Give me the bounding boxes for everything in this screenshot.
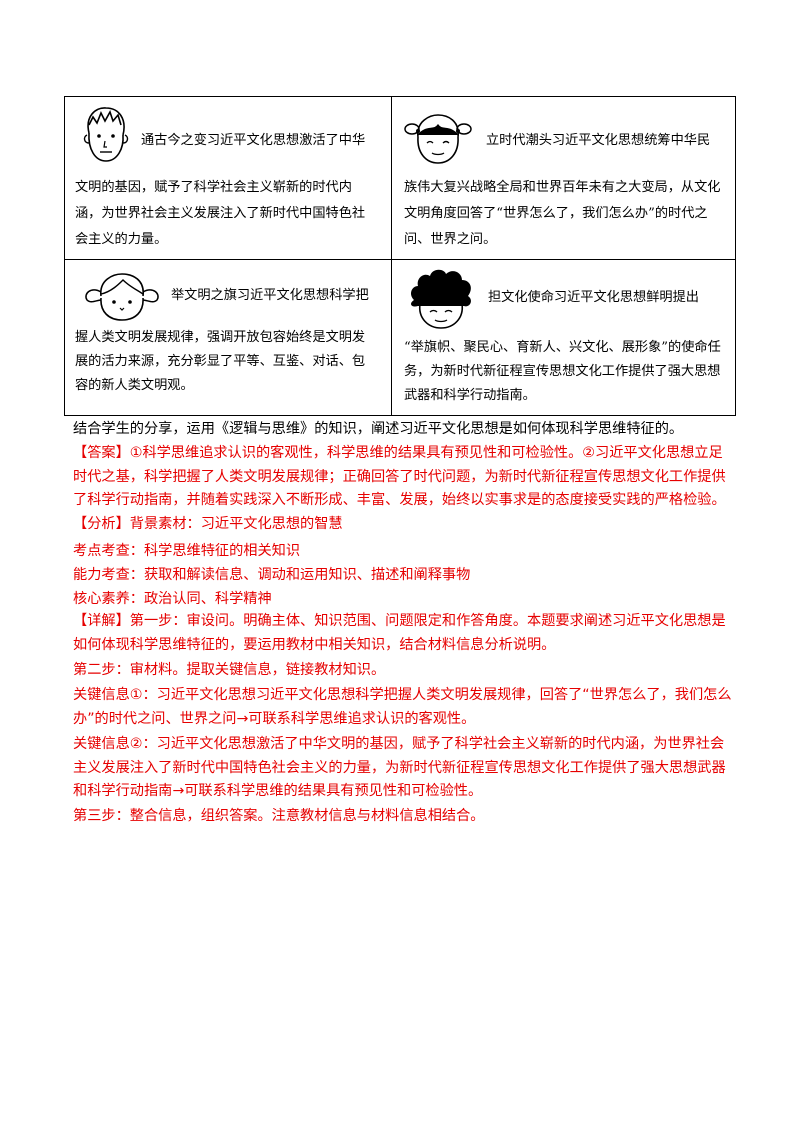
- curly-hair-face-icon: [411, 269, 471, 329]
- share-cell-first-line: 担文化使命习近平文化思想鲜明提出: [488, 290, 699, 305]
- share-cell-text: 族伟大复兴战略全局和世界百年未有之大变局，从文化文明角度回答了“世界怎么了，我们…: [404, 180, 721, 247]
- share-cell-text: “举旗帜、聚民心、育新人、兴文化、展形象”的使命任务，为新时代新征程宣传思想文化…: [404, 340, 721, 403]
- analysis-text: 【分析】背景素材：习近平文化思想的智慧: [73, 516, 343, 532]
- girl-face-icon: [404, 114, 472, 164]
- table-divider-vertical: [391, 97, 392, 415]
- share-cell-first-line: 通古今之变习近平文化思想激活了中华: [141, 133, 366, 148]
- kaodian-text: 考点考查：科学思维特征的相关知识: [73, 543, 301, 559]
- share-cell-1: 通古今之变习近平文化思想激活了中华 文明的基因，赋予了科学社会主义崭新的时代内涵…: [65, 97, 391, 259]
- share-cell-2: 立时代潮头习近平文化思想统筹中华民 族伟大复兴战略全局和世界百年未有之大变局，从…: [392, 97, 737, 259]
- girl-face-icon: [85, 273, 159, 321]
- answer-text: 【答案】①科学思维追求认识的客观性，科学思维的结果具有预见性和可检验性。②习近平…: [73, 445, 726, 509]
- table-divider-horizontal: [65, 259, 735, 260]
- student-share-table: 通古今之变习近平文化思想激活了中华 文明的基因，赋予了科学社会主义崭新的时代内涵…: [64, 96, 736, 416]
- suyang-text: 核心素养：政治认同、科学精神: [73, 591, 272, 607]
- share-cell-first-line: 举文明之旗习近平文化思想科学把: [171, 288, 369, 303]
- key-info-2-text: 关键信息②：习近平文化思想激活了中华文明的基因，赋予了科学社会主义崭新的时代内涵…: [73, 736, 726, 800]
- question-text: 结合学生的分享，运用《逻辑与思维》的知识，阐述习近平文化思想是如何体现科学思维特…: [73, 421, 684, 437]
- nengli-text: 能力考查：获取和解读信息、调动和运用知识、描述和阐释事物: [73, 567, 471, 583]
- step2-text: 第二步：审材料。提取关键信息，链接教材知识。: [73, 662, 386, 678]
- detail-text: 【详解】第一步：审设问。明确主体、知识范围、问题限定和作答角度。本题要求阐述习近…: [73, 613, 726, 653]
- share-cell-first-line: 立时代潮头习近平文化思想统筹中华民: [486, 133, 711, 148]
- share-cell-text: 握人类文明发展规律，强调开放包容始终是文明发展的活力来源，充分彰显了平等、互鉴、…: [75, 330, 366, 393]
- share-cell-4: 担文化使命习近平文化思想鲜明提出 “举旗帜、聚民心、育新人、兴文化、展形象”的使…: [392, 260, 737, 417]
- boy-face-icon: [83, 107, 129, 162]
- key-info-1-text: 关键信息①：习近平文化思想习近平文化思想科学把握人类文明发展规律，回答了“世界怎…: [73, 687, 732, 727]
- share-cell-text: 文明的基因，赋予了科学社会主义崭新的时代内涵，为世界社会主义发展注入了新时代中国…: [75, 180, 366, 247]
- share-cell-3: 举文明之旗习近平文化思想科学把 握人类文明发展规律，强调开放包容始终是文明发展的…: [65, 260, 391, 417]
- step3-text: 第三步：整合信息，组织答案。注意教材信息与材料信息相结合。: [73, 808, 485, 824]
